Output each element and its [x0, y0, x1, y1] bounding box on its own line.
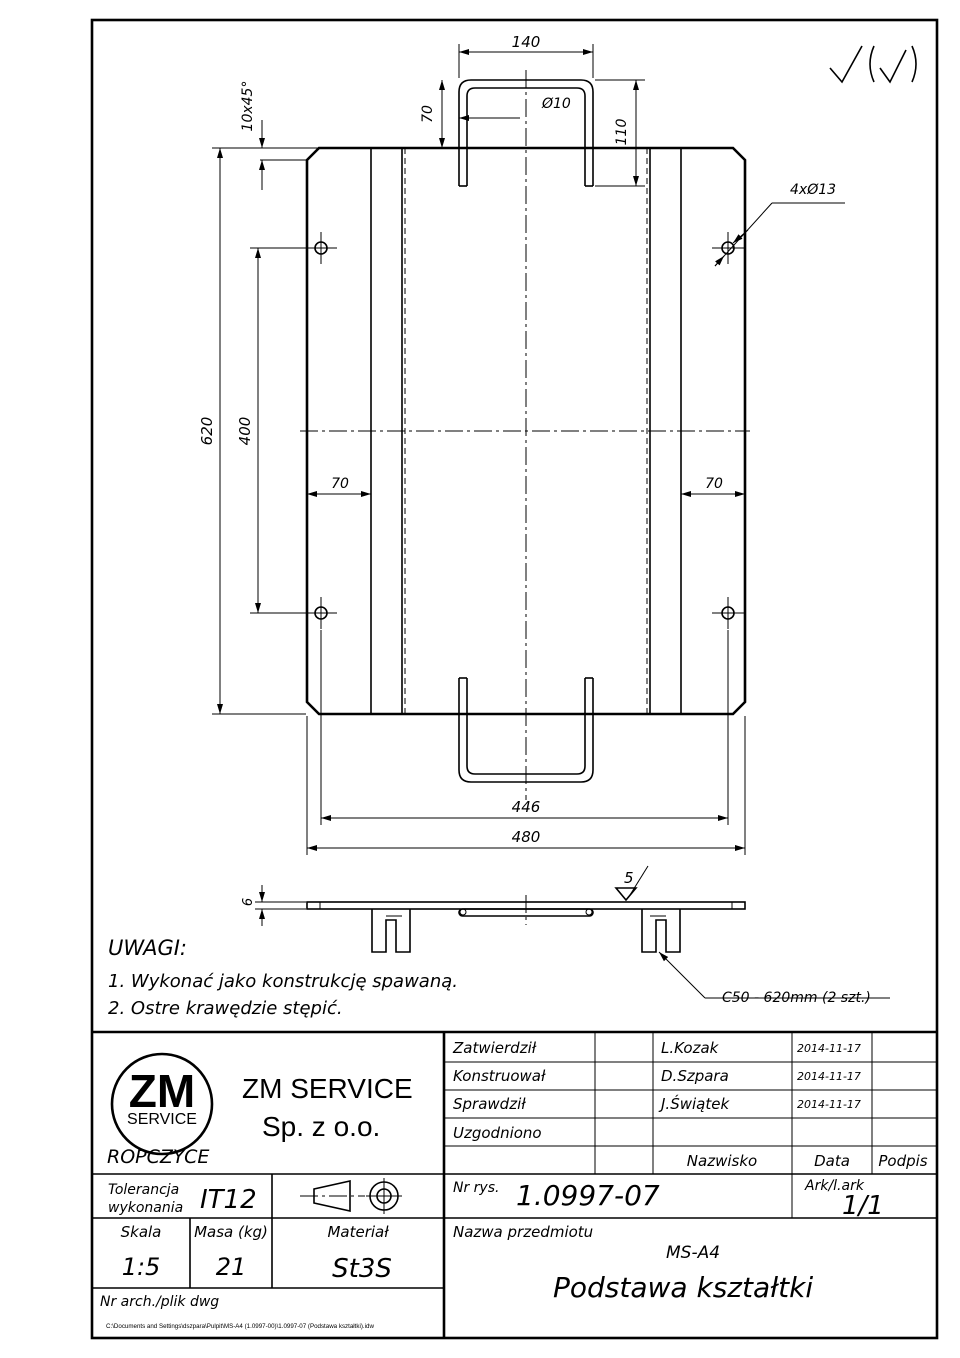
- dim-446: 446: [512, 798, 541, 816]
- tolerance-label-1: Tolerancja: [108, 1182, 179, 1198]
- channel-left: [371, 909, 411, 953]
- weld-size: 5: [624, 869, 634, 887]
- col-sign: Podpis: [878, 1152, 927, 1170]
- role-designed: Konstruował: [453, 1067, 546, 1085]
- notes-title: UWAGI:: [108, 936, 187, 960]
- date-checked: 2014-11-17: [797, 1098, 861, 1111]
- name-designed: D.Szpara: [661, 1067, 729, 1085]
- file-path: C:\Documents and Settings\dszpara\Pulpit…: [106, 1323, 374, 1330]
- drawing-border: [90, 18, 939, 1340]
- mass-value: 21: [216, 1253, 247, 1281]
- mass-label: Masa (kg): [194, 1223, 268, 1241]
- sheet-value: 1/1: [842, 1191, 884, 1221]
- role-checked: Sprawdził: [453, 1095, 526, 1113]
- drawing-no-label: Nr rys.: [453, 1180, 499, 1196]
- dim-70-top: 70: [420, 105, 436, 123]
- assembly-name: MS-A4: [666, 1243, 720, 1263]
- scale-label: Skala: [121, 1223, 162, 1241]
- material-label: Materiał: [327, 1223, 389, 1241]
- item-name: Podstawa kształtki: [553, 1271, 813, 1304]
- dim-70-right: 70: [705, 476, 723, 492]
- date-designed: 2014-11-17: [797, 1070, 861, 1083]
- plan-view: [300, 70, 750, 800]
- logo-service: SERVICE: [127, 1111, 197, 1128]
- archive-label: Nr arch./plik dwg: [100, 1294, 219, 1310]
- title-block: ZM SERVICE ROPCZYCE ZM SERVICE Sp. z o.o…: [92, 1030, 937, 1338]
- side-view: 6 5 C50 - 620mm (2 szt.): [241, 865, 890, 1006]
- note-1: 1. Wykonać jako konstrukcję spawaną.: [108, 971, 458, 992]
- tolerance-value: IT12: [200, 1185, 257, 1215]
- note-2: 2. Ostre krawędzie stępić.: [108, 998, 343, 1019]
- plate-outline: [305, 146, 747, 716]
- surface-finish-symbol: [829, 45, 917, 84]
- dim-480: 480: [512, 828, 541, 846]
- role-approved: Zatwierdził: [452, 1039, 537, 1057]
- tolerance-label-2: wykonania: [108, 1200, 183, 1216]
- role-agreed: Uzgodniono: [453, 1124, 542, 1142]
- dim-140: 140: [512, 33, 541, 51]
- dim-110: 110: [614, 119, 630, 146]
- scale-value: 1:5: [122, 1253, 161, 1281]
- projection-symbol-icon: [300, 1178, 402, 1214]
- hole-bottom-left: [305, 597, 337, 629]
- hole-top-left: [305, 232, 337, 264]
- date-approved: 2014-11-17: [797, 1042, 861, 1055]
- name-checked: J.Świątek: [658, 1094, 730, 1113]
- item-name-label: Nazwa przedmiotu: [453, 1223, 593, 1241]
- callout-channel: C50 - 620mm (2 szt.): [722, 990, 871, 1006]
- sheet-label: Ark/l.ark: [804, 1178, 865, 1194]
- company-city: ROPCZYCE: [107, 1146, 209, 1168]
- dim-620: 620: [198, 417, 216, 446]
- dimensions: 140 70 10x45° Ø10 110 4xØ13 620 400: [198, 33, 845, 855]
- dim-holes: 4xØ13: [790, 182, 836, 198]
- channel-right: [641, 909, 681, 953]
- material-value: St3S: [332, 1254, 392, 1284]
- dim-70-left: 70: [331, 476, 349, 492]
- hole-top-right: [712, 232, 744, 264]
- dim-400: 400: [236, 417, 254, 446]
- logo-zm: ZM: [129, 1065, 195, 1117]
- company-logo: [110, 1052, 214, 1156]
- dim-thickness: 6: [241, 898, 256, 906]
- name-approved: L.Kozak: [661, 1039, 720, 1057]
- company-name-2: Sp. z o.o.: [262, 1111, 380, 1142]
- bottom-handle: [458, 678, 594, 783]
- col-name: Nazwisko: [687, 1152, 757, 1170]
- notes: UWAGI: 1. Wykonać jako konstrukcję spawa…: [108, 936, 458, 1019]
- dim-chamfer: 10x45°: [240, 81, 256, 132]
- dim-phi10: Ø10: [541, 96, 571, 112]
- hole-bottom-right: [712, 597, 744, 629]
- company-name-1: ZM SERVICE: [242, 1073, 413, 1104]
- col-date: Data: [814, 1152, 850, 1170]
- drawing-number: 1.0997-07: [516, 1179, 660, 1212]
- top-handle: [458, 79, 594, 186]
